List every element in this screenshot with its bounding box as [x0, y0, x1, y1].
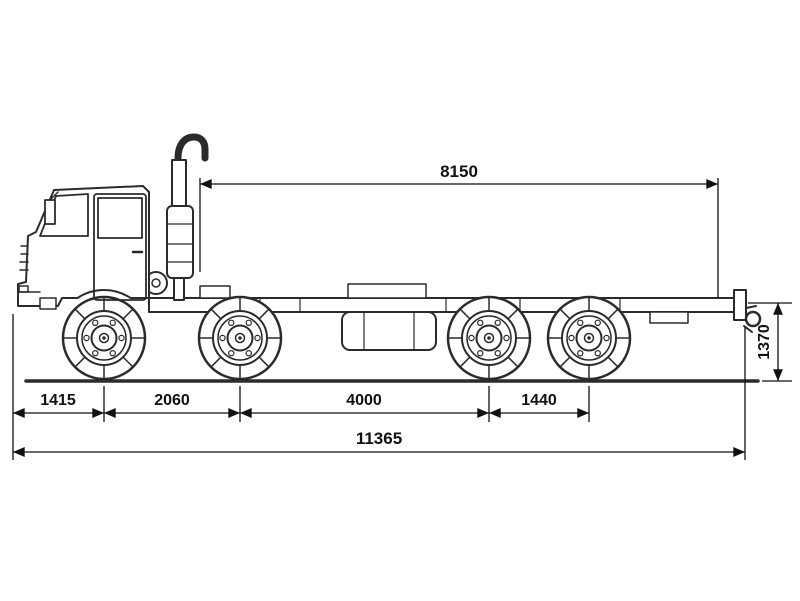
dimension-label-1370: 1370 [756, 324, 773, 360]
cab-door [93, 193, 147, 301]
grille-lines [19, 245, 29, 271]
truck-cab [17, 185, 150, 310]
dim-axle3-axle4: 1440 [489, 392, 589, 418]
rear-hitch [733, 289, 762, 333]
dim-axle2-axle3: 4000 [240, 392, 489, 418]
door-window [97, 197, 143, 239]
dimensions: 8150 1370 1415 2060 4000 1440 [12, 162, 792, 460]
dim-chain-extensions [12, 314, 746, 460]
exhaust-stack [144, 133, 209, 301]
extension-lines [748, 302, 792, 382]
dimension-label-1415: 1415 [40, 392, 76, 409]
behind-cab-equipment-box [199, 285, 231, 299]
mirror [44, 199, 56, 225]
wheel-axle-1 [61, 295, 147, 381]
dim-overall-length: 11365 [13, 429, 745, 457]
dimension-label-4000: 4000 [346, 392, 382, 409]
cab-outline [17, 185, 150, 307]
truck-drawing [17, 133, 762, 383]
muffler [166, 205, 194, 279]
fuel-tank [341, 311, 437, 351]
dimension-label-1440: 1440 [521, 392, 557, 409]
mirror-arm [49, 191, 59, 201]
wheel-axle-4 [546, 295, 632, 381]
mid-toolbox [347, 283, 427, 299]
wheel-axle-2 [197, 295, 283, 381]
cab-step [39, 297, 57, 310]
dim-front-overhang: 1415 [13, 392, 104, 418]
rear-battery-box [649, 311, 689, 324]
tow-hook-icon [744, 310, 762, 328]
dimension-label-11365: 11365 [356, 429, 402, 448]
dimension-label-8150: 8150 [440, 162, 478, 181]
wheel-axle-3 [446, 295, 532, 381]
extension-lines [199, 178, 719, 298]
dimension-label-2060: 2060 [154, 392, 190, 409]
dim-axle1-axle2: 2060 [104, 392, 240, 418]
dim-rear-frame-height: 1370 [748, 302, 792, 382]
dim-cab-to-rear: 8150 [199, 162, 719, 298]
